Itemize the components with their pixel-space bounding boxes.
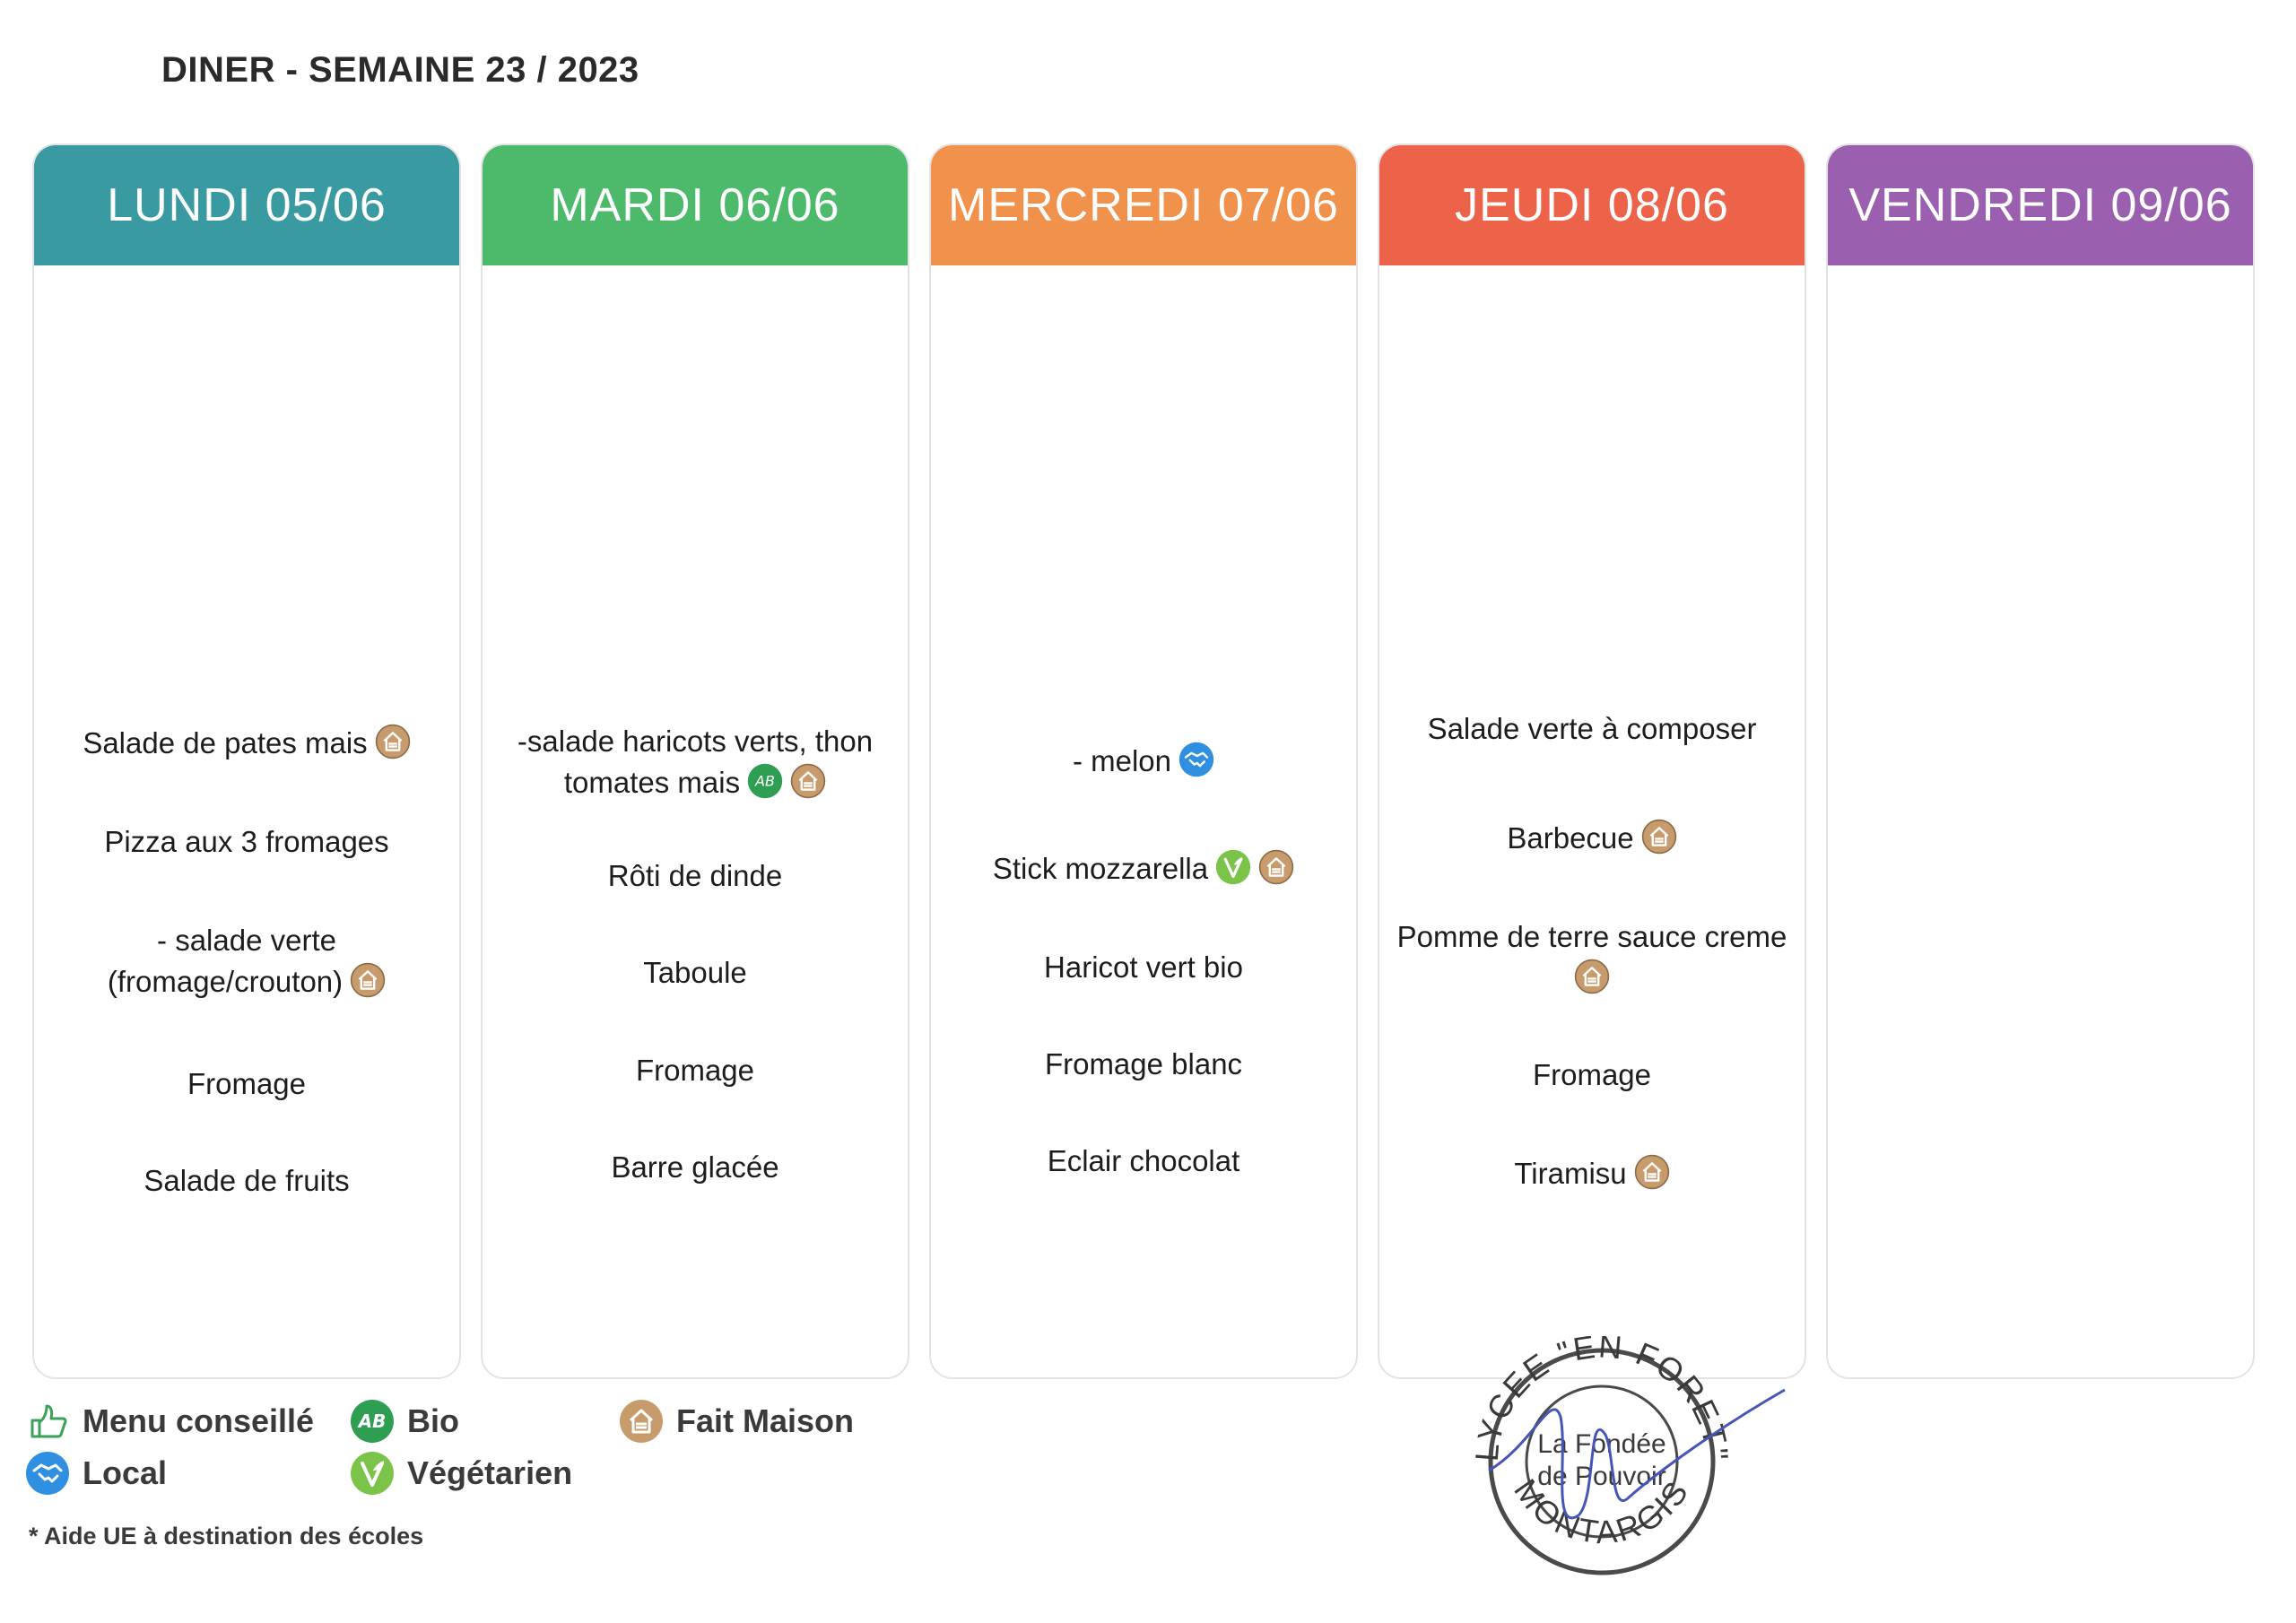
day-body-jeudi: Salade verte à composer Barbecue Pomme d…: [1379, 265, 1805, 1377]
stamp-center-line2: de Pouvoir: [1537, 1462, 1665, 1491]
legend: Menu conseillé AB Bio Fait Maison Local …: [25, 1399, 1101, 1578]
dish-text: Stick mozzarella: [992, 852, 1209, 885]
legend-label: Menu conseillé: [83, 1402, 315, 1439]
dish-text: Pizza aux 3 fromages: [104, 825, 389, 858]
dish: Salade verte à composer: [1388, 708, 1796, 750]
dish: Salade de pates mais: [43, 723, 450, 764]
dish-text: - melon: [1072, 744, 1172, 777]
dish-text: Haricot vert bio: [1044, 950, 1243, 984]
day-column-vendredi: VENDREDI 09/06: [1826, 143, 2255, 1379]
legend-local: Local: [25, 1451, 167, 1496]
stamp-center-line1: La Fondée: [1537, 1429, 1665, 1459]
day-column-lundi: LUNDI 05/06 Salade de pates mais Pizza a…: [32, 143, 461, 1379]
legend-label: Local: [83, 1454, 168, 1491]
bio-icon: AB: [350, 1399, 395, 1444]
legend-label: Bio: [407, 1402, 459, 1439]
dish-text: Tiramisu: [1514, 1157, 1627, 1190]
dish-text: Taboule: [643, 956, 747, 989]
local-handshake-icon: [25, 1451, 70, 1496]
day-header-mardi: MARDI 06/06: [483, 145, 908, 265]
legend-vegetarien: Végétarien: [350, 1451, 572, 1496]
dish: Salade de fruits: [43, 1160, 450, 1202]
legend-fait-maison: Fait Maison: [619, 1399, 854, 1444]
dish: Fromage blanc: [940, 1044, 1347, 1085]
legend-menu-conseille: Menu conseillé: [25, 1399, 314, 1444]
dish-text: Fromage blanc: [1044, 1047, 1243, 1081]
dish: Stick mozzarella: [940, 848, 1347, 890]
fait-maison-icon: [375, 724, 411, 759]
dish: Pomme de terre sauce creme: [1388, 916, 1796, 999]
page-title: DINER - SEMAINE 23 / 2023: [161, 50, 639, 90]
dish-text: Salade de fruits: [144, 1164, 350, 1197]
day-header-lundi: LUNDI 05/06: [34, 145, 459, 265]
dish: Fromage: [491, 1050, 899, 1091]
dish: Taboule: [491, 952, 899, 994]
legend-bio: AB Bio: [350, 1399, 459, 1444]
legend-label: Végétarien: [407, 1454, 573, 1491]
dish-text-line: - salade verte: [157, 924, 336, 957]
dish: Eclair chocolat: [940, 1141, 1347, 1182]
dish: Barbecue: [1388, 818, 1796, 859]
day-header-jeudi: JEUDI 08/06: [1379, 145, 1805, 265]
school-stamp: LYCEE "EN FORET" MONTARGIS La Fondée de …: [1453, 1327, 1794, 1587]
day-header-mercredi: MERCREDI 07/06: [931, 145, 1356, 265]
day-column-mardi: MARDI 06/06 -salade haricots verts, thon…: [481, 143, 909, 1379]
dish-text-line: -salade haricots verts, thon: [517, 725, 874, 758]
fait-maison-icon: [1641, 819, 1677, 855]
dish: Barre glacée: [491, 1147, 899, 1188]
day-body-vendredi: [1828, 265, 2253, 1377]
dish: Fromage: [1388, 1055, 1796, 1096]
legend-label: Fait Maison: [676, 1402, 855, 1439]
dish: Fromage: [43, 1063, 450, 1105]
day-column-mercredi: MERCREDI 07/06 - melon Stick mozzarella …: [929, 143, 1358, 1379]
dish-text: tomates mais: [563, 766, 741, 799]
dish: Tiramisu: [1388, 1153, 1796, 1194]
week-columns: LUNDI 05/06 Salade de pates mais Pizza a…: [32, 143, 2262, 1381]
fait-maison-icon: [790, 763, 826, 799]
svg-text:AB: AB: [754, 773, 775, 790]
dish-text: Eclair chocolat: [1047, 1144, 1240, 1177]
fait-maison-icon: [350, 962, 386, 998]
day-body-mardi: -salade haricots verts, thon tomates mai…: [483, 265, 908, 1377]
day-column-jeudi: JEUDI 08/06 Salade verte à composer Barb…: [1378, 143, 1806, 1379]
vegetarien-icon: [1215, 849, 1251, 885]
dish-text: (fromage/crouton): [107, 965, 344, 998]
thumbs-up-icon: [25, 1399, 70, 1444]
fait-maison-icon: [1258, 849, 1294, 885]
dish-text: Barre glacée: [611, 1150, 779, 1184]
dish-text: Salade verte à composer: [1427, 712, 1757, 745]
dish-text-line: Pomme de terre sauce creme: [1396, 920, 1787, 953]
dish-text: Barbecue: [1507, 821, 1634, 855]
fait-maison-icon: [619, 1399, 664, 1444]
fait-maison-icon: [1574, 959, 1610, 994]
dish-text: Fromage: [635, 1054, 755, 1087]
dish: Pizza aux 3 fromages: [43, 821, 450, 863]
bio-icon: AB: [747, 763, 783, 799]
fait-maison-icon: [1634, 1154, 1670, 1190]
footnote: * Aide UE à destination des écoles: [29, 1523, 424, 1549]
day-body-mercredi: - melon Stick mozzarella Haricot vert bi…: [931, 265, 1356, 1377]
dish: -salade haricots verts, thon tomates mai…: [491, 721, 899, 803]
dish: Rôti de dinde: [491, 855, 899, 897]
dish: Haricot vert bio: [940, 947, 1347, 988]
dish-text: Fromage: [1532, 1058, 1652, 1091]
svg-text:AB: AB: [357, 1410, 387, 1432]
vegetarien-icon: [350, 1451, 395, 1496]
day-body-lundi: Salade de pates mais Pizza aux 3 fromage…: [34, 265, 459, 1377]
dish: - melon: [940, 741, 1347, 782]
dish-text: Fromage: [187, 1067, 307, 1100]
dish-text: Rôti de dinde: [607, 859, 783, 892]
day-header-vendredi: VENDREDI 09/06: [1828, 145, 2253, 265]
local-icon: [1178, 742, 1214, 777]
dish: - salade verte (fromage/crouton): [43, 920, 450, 1002]
dish-text: Salade de pates mais: [83, 726, 368, 759]
